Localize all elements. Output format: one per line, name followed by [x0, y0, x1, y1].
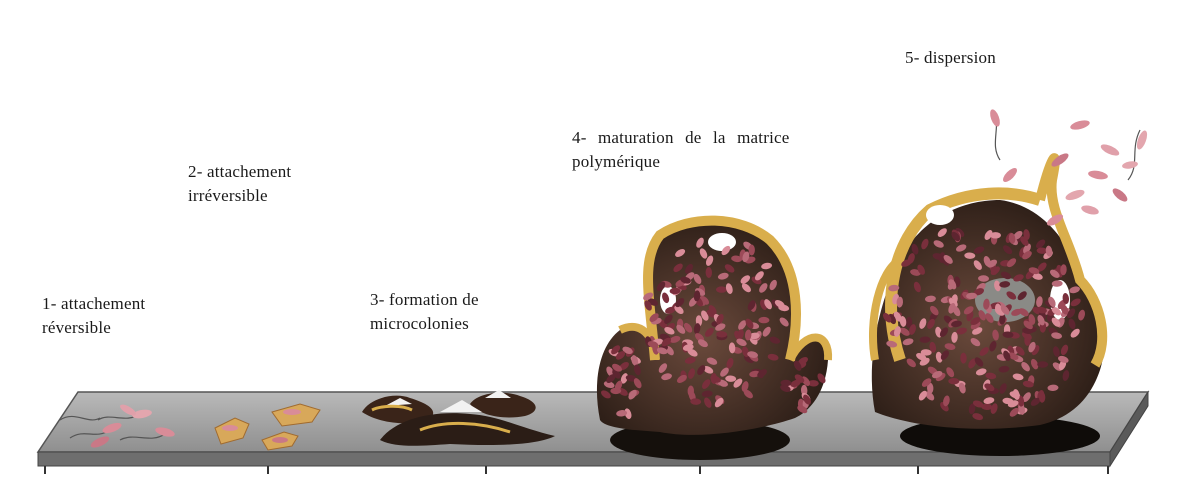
stage3-label-line2: microcolonies	[370, 312, 479, 336]
stage2-label-line2: irréversible	[188, 184, 291, 208]
stage5-label: 5- dispersion	[905, 46, 996, 70]
stage2-label-line1: 2- attachement	[188, 160, 291, 184]
stage3-label-line1: 3- formation de	[370, 288, 479, 312]
bacterium-cell	[1037, 361, 1048, 367]
stage1-label: 1- attachement réversible	[42, 292, 145, 340]
stage2-label: 2- attachement irréversible	[188, 160, 291, 208]
bacterium-cell	[716, 286, 727, 292]
stage4-label-line2: polymérique	[572, 150, 790, 174]
bacterium-cell	[758, 317, 769, 323]
stage5-label-line1: 5- dispersion	[905, 46, 996, 70]
stage4-label-line1: 4- maturation de la matrice	[572, 126, 790, 150]
stage1-label-line1: 1- attachement	[42, 292, 145, 316]
stage1-label-line2: réversible	[42, 316, 145, 340]
stage4-label: 4- maturation de la matrice polymérique	[572, 126, 790, 174]
bacterium-cell	[749, 245, 755, 256]
stage3-label: 3- formation de microcolonies	[370, 288, 479, 336]
